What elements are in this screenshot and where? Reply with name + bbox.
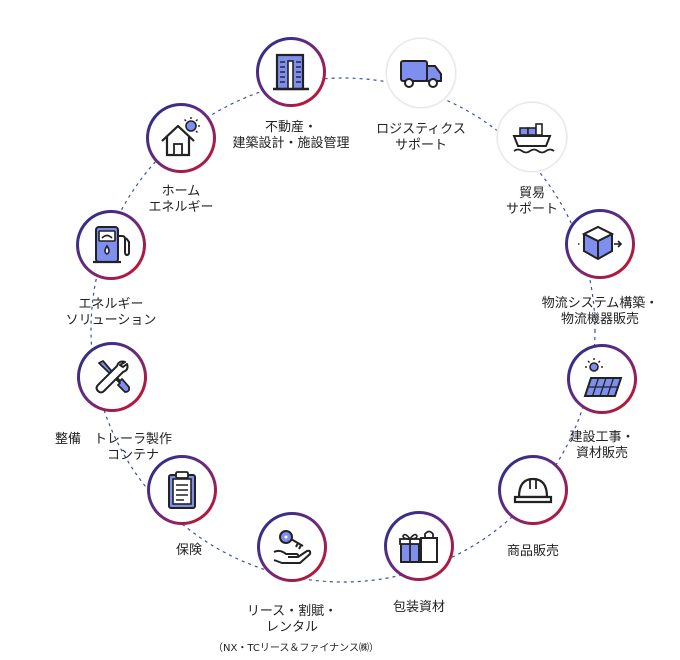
truck-icon	[400, 60, 442, 88]
trade-label: 貿易サポート	[505, 186, 559, 217]
energy-solution-label: エネルギーソリューション	[65, 297, 157, 328]
packaging-node[interactable]	[384, 511, 454, 581]
insurance-label: 保険	[175, 543, 203, 558]
gift-bag-icon	[399, 530, 438, 563]
real-estate-node[interactable]	[256, 37, 326, 107]
insurance-node[interactable]	[147, 455, 217, 525]
distribution-systems-label: 物流システム構築・物流機器販売	[541, 296, 659, 327]
distribution-systems-node[interactable]	[565, 209, 635, 279]
cargo-ship-icon	[512, 123, 555, 154]
packaging-label: 包装資材	[392, 600, 446, 615]
house-sun-icon	[161, 117, 200, 157]
home-energy-label: ホームエネルギー	[148, 184, 214, 215]
building-icon	[273, 53, 309, 91]
wrench-screwdriver-icon	[95, 360, 131, 394]
lease-node[interactable]	[257, 512, 327, 582]
real-estate-label: 不動産・建築設計・施設管理	[232, 120, 350, 151]
merchandise-node[interactable]	[498, 455, 568, 525]
package-box-icon	[578, 225, 623, 261]
lease-provider-note: （NX・TCリース＆ファイナンス㈱）	[213, 643, 379, 654]
energy-solution-node[interactable]	[76, 210, 146, 280]
hard-hat-icon	[513, 477, 553, 504]
fuel-pump-icon	[93, 226, 130, 264]
maintenance-node[interactable]	[77, 342, 147, 412]
clipboard-icon	[168, 471, 196, 509]
logistics-label: ロジスティクスサポート	[376, 122, 466, 153]
trailer-label: トレーラ製作コンテナ	[93, 432, 173, 463]
solar-panel-icon	[583, 358, 623, 397]
lease-label: リース・割賦・レンタル	[246, 604, 338, 635]
merchandise-label: 商品販売	[506, 544, 560, 559]
maintenance-label: 整備	[54, 432, 82, 447]
construction-node[interactable]	[567, 344, 637, 414]
trade-node[interactable]	[497, 102, 567, 172]
construction-label: 建設工事・資材販売	[569, 430, 635, 461]
logistics-node[interactable]	[386, 38, 456, 108]
home-energy-node[interactable]	[146, 103, 216, 173]
hand-key-icon	[273, 530, 312, 564]
